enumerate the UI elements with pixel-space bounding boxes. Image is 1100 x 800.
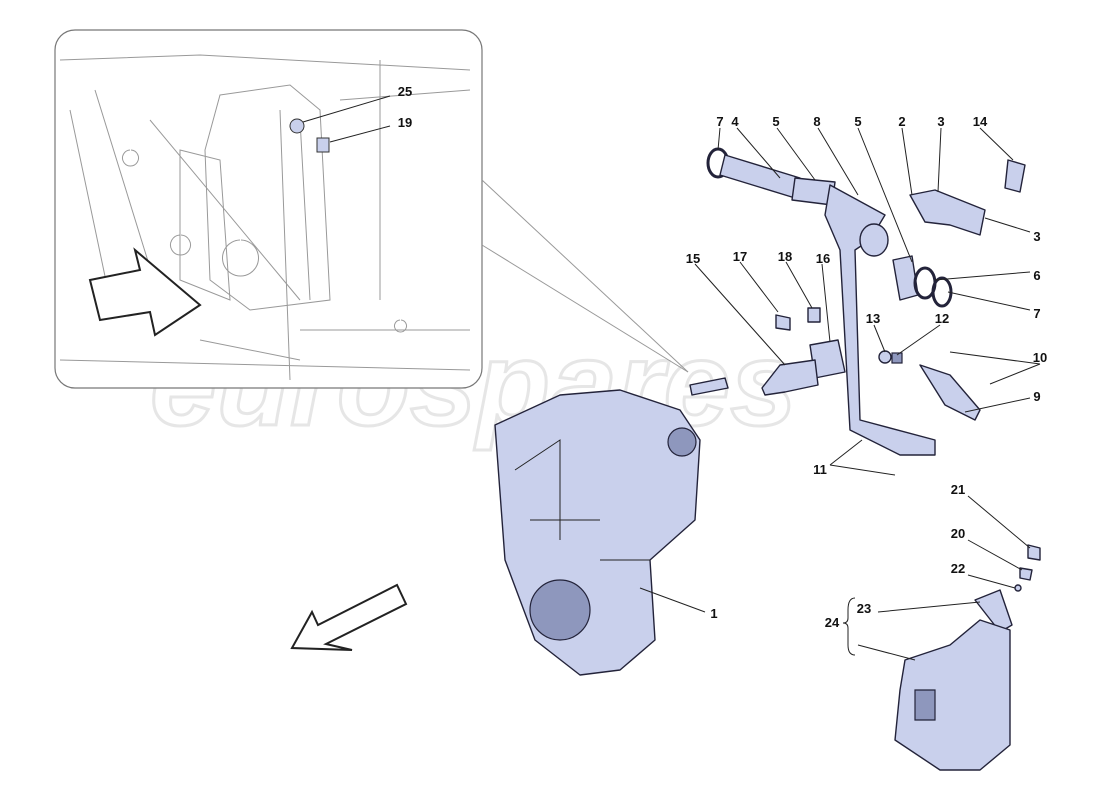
group-brace (842, 597, 856, 656)
callout-9: 9 (1033, 389, 1040, 404)
callout-20: 20 (951, 526, 965, 541)
callout-3b: 3 (1033, 229, 1040, 244)
callout-5: 5 (772, 114, 779, 129)
callout-7b: 7 (1033, 306, 1040, 321)
callout-8: 8 (813, 114, 820, 129)
pedal-box-bracket (494, 389, 701, 676)
bolt (689, 377, 729, 396)
callout-10: 10 (1033, 350, 1047, 365)
callout-1: 1 (710, 606, 717, 621)
callout-23: 23 (857, 601, 871, 616)
callout-6: 6 (1033, 268, 1040, 283)
callout-3: 3 (937, 114, 944, 129)
callout-4: 4 (731, 114, 739, 129)
washer-25-inset (289, 118, 305, 134)
callout-21: 21 (951, 482, 965, 497)
callout-12: 12 (935, 311, 949, 326)
callout-17: 17 (733, 249, 747, 264)
brake-callouts: 7 4 5 8 5 2 3 14 3 6 7 15 17 18 16 13 12… (686, 114, 1047, 477)
callout-13: 13 (866, 311, 880, 326)
inset-detail-view: 25 19 (54, 29, 483, 389)
callout-15: 15 (686, 251, 700, 266)
bolt-19-inset (316, 137, 330, 153)
callout-5b: 5 (854, 114, 861, 129)
callout-25: 25 (398, 84, 412, 99)
callout-16: 16 (816, 251, 830, 266)
direction-arrow-icon (290, 583, 408, 651)
accelerator-pedal-assembly (894, 544, 1041, 771)
callout-22: 22 (951, 561, 965, 576)
view-direction-arrow-icon (88, 247, 202, 337)
callout-19: 19 (398, 115, 412, 130)
callout-7: 7 (716, 114, 723, 129)
callout-2: 2 (898, 114, 905, 129)
brake-pedal-assembly (706, 147, 1026, 456)
brake-callout-lines (694, 127, 1041, 476)
callout-24: 24 (825, 615, 840, 630)
callout-14: 14 (973, 114, 988, 129)
callout-18: 18 (778, 249, 792, 264)
callout-11: 11 (813, 462, 827, 477)
